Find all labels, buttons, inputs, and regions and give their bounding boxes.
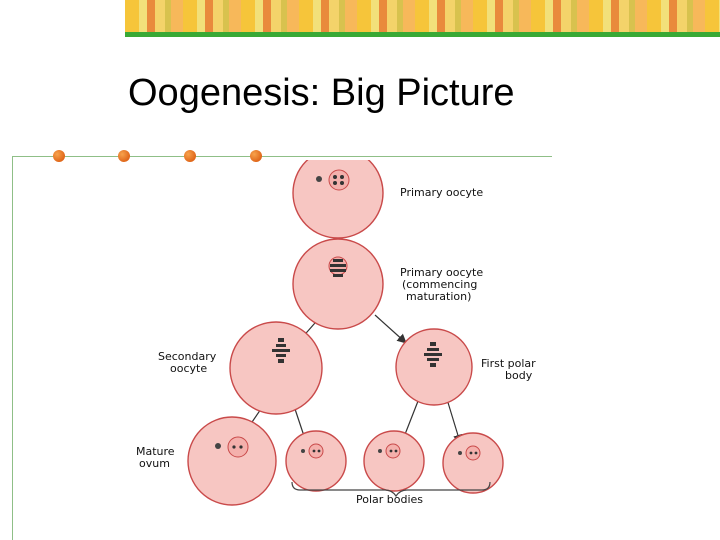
vertical-rule bbox=[12, 156, 13, 540]
label-mature-line2: ovum bbox=[139, 457, 170, 470]
oogenesis-diagram: Primary oocyte Primary oocyte (commencin… bbox=[136, 160, 536, 506]
label-secondary-line1: Secondary bbox=[158, 350, 217, 363]
label-primary-oocyte: Primary oocyte bbox=[400, 186, 483, 199]
slide-title: Oogenesis: Big Picture bbox=[128, 72, 515, 114]
orange-bullet-icon bbox=[250, 150, 262, 162]
header-decorative-banner bbox=[125, 0, 720, 32]
label-secondary-line2: oocyte bbox=[170, 362, 207, 375]
polar-bodies-brace bbox=[291, 481, 491, 498]
label-first-polar-line1: First polar bbox=[481, 357, 536, 370]
label-first-polar-line2: body bbox=[505, 369, 533, 382]
commencing-oocyte-cell bbox=[292, 238, 384, 330]
mature-ovum-cell bbox=[187, 416, 277, 506]
label-polar-bodies: Polar bodies bbox=[356, 493, 423, 506]
secondary-oocyte-cell bbox=[229, 321, 323, 415]
label-commencing-line2: (commencing bbox=[402, 278, 477, 291]
arrow-to-first-polar bbox=[374, 314, 407, 344]
polar-body-cell-1 bbox=[285, 430, 347, 492]
orange-bullet-icon bbox=[53, 150, 65, 162]
label-commencing-line3: maturation) bbox=[406, 290, 471, 303]
orange-bullet-icon bbox=[184, 150, 196, 162]
label-mature-line1: Mature bbox=[136, 445, 175, 458]
horizontal-rule bbox=[12, 156, 552, 157]
primary-oocyte-cell bbox=[292, 160, 384, 239]
arrow-to-polar-body-3 bbox=[445, 395, 463, 445]
first-polar-body-cell bbox=[395, 328, 473, 406]
orange-bullet-icon bbox=[118, 150, 130, 162]
header-green-stripe bbox=[125, 32, 720, 37]
polar-body-cell-3 bbox=[442, 432, 504, 494]
label-commencing-line1: Primary oocyte bbox=[400, 266, 483, 279]
polar-body-cell-2 bbox=[363, 430, 425, 492]
